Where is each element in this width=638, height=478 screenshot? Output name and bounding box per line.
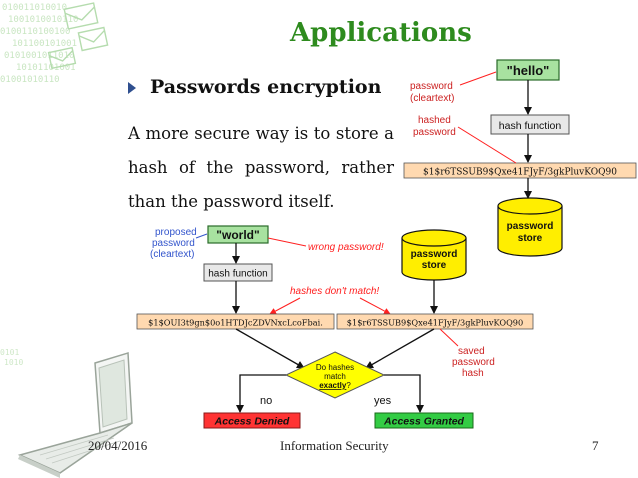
svg-text:saved: saved [458, 346, 485, 357]
hello-value: "hello" [507, 63, 550, 78]
svg-text:Access Denied: Access Denied [214, 416, 290, 428]
hash-function-top-box: hash function [490, 114, 570, 135]
svg-text:01001010110: 01001010110 [0, 75, 60, 85]
svg-text:$1$r6TSSUB9$Qxe41FJyF/3gkPluvK: $1$r6TSSUB9$Qxe41FJyF/3gkPluvKOQ90 [347, 318, 523, 328]
svg-text:101100101001: 101100101001 [12, 39, 77, 49]
hash-right-box: $1$r6TSSUB9$Qxe41FJyF/3gkPluvKOQ90 [336, 313, 534, 330]
annotation-hashed-password: hashed password [413, 115, 517, 164]
svg-text:password: password [152, 238, 195, 249]
svg-text:proposed: proposed [155, 227, 197, 238]
svg-text:store: store [422, 260, 447, 271]
svg-text:hash: hash [462, 368, 484, 379]
password-store-top: password store [497, 197, 563, 257]
svg-text:hashed: hashed [418, 115, 451, 126]
svg-text:hashes don't match!: hashes don't match! [290, 286, 379, 297]
hash-top-box: $1$r6TSSUB9$Qxe41FJyF/3gkPluvKOQ90 [403, 162, 637, 179]
svg-text:password: password [507, 221, 554, 232]
access-denied-box: Access Denied [203, 412, 301, 429]
svg-text:010011010010: 010011010010 [2, 3, 67, 13]
body-paragraph: A more secure way is to store a hash of … [128, 124, 394, 211]
access-granted-box: Access Granted [374, 412, 474, 429]
svg-text:0101001011010: 0101001011010 [4, 51, 74, 61]
svg-text:(cleartext): (cleartext) [410, 93, 454, 104]
password-store-middle: password store [401, 229, 467, 281]
footer-page-number: 7 [592, 438, 599, 453]
svg-text:Access Granted: Access Granted [383, 416, 465, 428]
svg-text:1010: 1010 [4, 358, 23, 367]
svg-text:0100110100100: 0100110100100 [0, 27, 70, 37]
arrow-no [236, 374, 286, 413]
svg-text:1001010010110: 1001010010110 [8, 15, 78, 25]
footer-title: Information Security [280, 438, 389, 453]
laptop-icon: 0101 1010 [0, 348, 133, 478]
decision-diamond: Do hashes match exactly? [284, 351, 386, 399]
svg-text:10101101001: 10101101001 [16, 63, 76, 73]
world-value: "world" [216, 228, 259, 242]
svg-text:(cleartext): (cleartext) [150, 249, 194, 260]
bullet-heading: Passwords encryption [150, 76, 382, 98]
world-box: "world" [207, 225, 269, 244]
hash-left-box: $1$OUI3t9gn$0o1HTDJcZDVNxcLcoFbai. [136, 313, 335, 330]
hello-box: "hello" [496, 59, 560, 81]
arrow-right-digest-to-decision [365, 328, 435, 369]
hash-function-left-box: hash function [203, 263, 273, 282]
svg-text:hash function: hash function [208, 269, 268, 280]
svg-text:password: password [411, 249, 458, 260]
binary-decoration-icon: 010011010010 1001010010110 0100110100100… [0, 0, 120, 95]
annotation-proposed-password: proposed password (cleartext) [150, 227, 208, 260]
arrow-left-digest-to-decision [235, 328, 305, 369]
svg-text:password: password [410, 81, 453, 92]
annotation-hashes-dont-match: hashes don't match! [269, 286, 391, 315]
annotation-wrong-password: wrong password! [267, 237, 384, 253]
svg-text:$1$OUI3t9gn$0o1HTDJcZDVNxcLcoF: $1$OUI3t9gn$0o1HTDJcZDVNxcLcoFbai. [148, 318, 323, 328]
footer-date: 20/04/2016 [88, 438, 148, 453]
svg-text:store: store [518, 233, 543, 244]
arrow-yes [384, 374, 424, 413]
svg-text:exactly?: exactly? [319, 381, 351, 390]
svg-text:0101: 0101 [0, 348, 19, 357]
bullet-arrow-icon [128, 82, 136, 94]
no-label: no [260, 395, 272, 407]
yes-label: yes [374, 395, 392, 407]
svg-text:$1$r6TSSUB9$Qxe41FJyF/3gkPluvK: $1$r6TSSUB9$Qxe41FJyF/3gkPluvKOQ90 [423, 168, 617, 178]
annotation-password-cleartext: password (cleartext) [410, 71, 497, 104]
svg-text:Do hashes: Do hashes [316, 363, 354, 372]
svg-text:wrong password!: wrong password! [308, 242, 384, 253]
svg-text:match: match [324, 372, 346, 381]
svg-text:hash function: hash function [499, 120, 562, 132]
slide-title: Applications [290, 18, 472, 48]
svg-text:password: password [413, 127, 456, 138]
svg-text:password: password [452, 357, 495, 368]
annotation-saved-password-hash: saved password hash [439, 328, 495, 379]
